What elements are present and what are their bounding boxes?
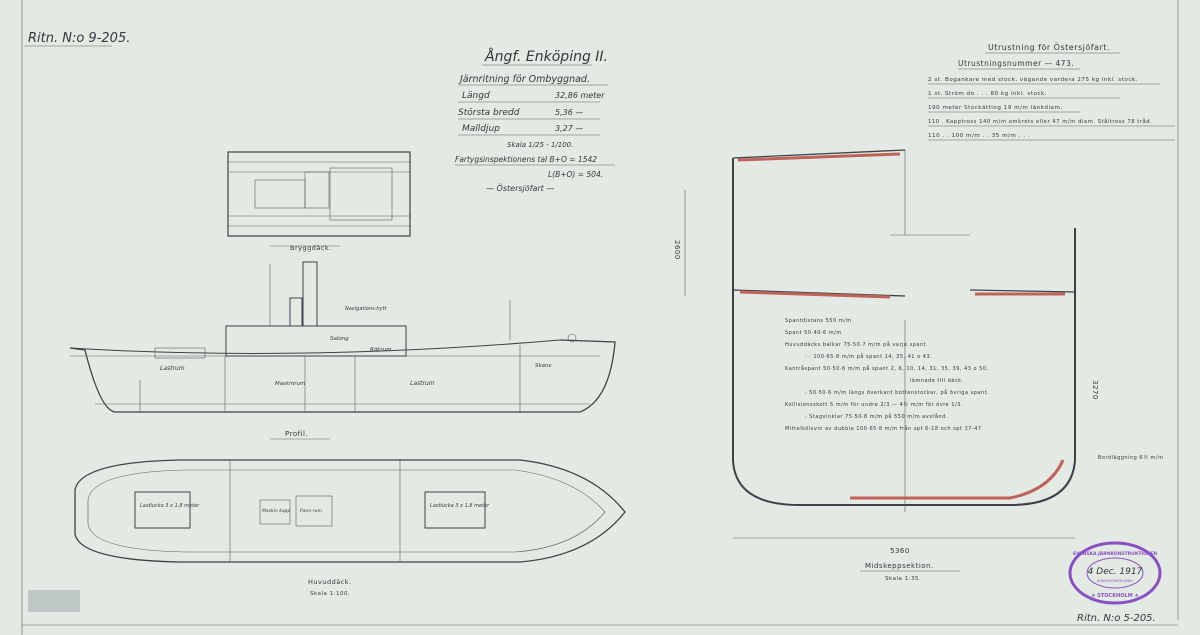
approval-stamp: SVENSKA JÄRNKONSTRUKTIONER 4 Dec. 1917 K… [1068, 541, 1162, 605]
note: lämnade till däck. [910, 378, 964, 384]
bridge-deck-label: Bryggdäck. [290, 244, 332, 252]
note: Mittelkölsvin av dubbla 100·65·8 m/m frå… [785, 425, 984, 432]
beam-value: 5,36 — [555, 108, 583, 117]
width-dimension: 5360 [890, 547, 910, 555]
archive-stamp [28, 590, 80, 612]
equipment-item: 1 st. Ström do . . . 80 kg inkl. stock. [928, 91, 1047, 97]
note: Huvuddäcks balkar 75·50·7 m/m på varje s… [785, 341, 928, 348]
cargo-hold-label: Lastrum [160, 365, 185, 372]
beam-label: Största bredd [458, 108, 520, 118]
note: Kollisionsskott 5 m/m för undre 2/3 — 4½… [785, 401, 963, 408]
midship-section: 5360 3270 2600 Spantdistans 550 m/m Span… [673, 149, 1163, 582]
note: · Stagvinklar 75·50·8 m/m på 550 m/m avs… [805, 413, 948, 420]
main-deck-label: Huvuddäck. [308, 578, 352, 586]
length-value: 32,86 meter [555, 91, 605, 100]
equipment-item: 190 meter Stockätting 19 m/m länkdiam. [928, 105, 1063, 111]
profile-label: Profil. [285, 430, 308, 438]
hatch-label: Lastlucka 3 x 1,8 meter [140, 503, 200, 509]
title-block: Ångf. Enköping II. Järnritning för Ombyg… [455, 48, 615, 193]
forepeak-label: Skans [535, 363, 552, 369]
midship-scale: Skala 1:35. [885, 576, 921, 582]
inspection-1: Fartygsinspektionens tal B+O = 1542 [455, 155, 597, 164]
note: Kantråspant 50·50·6 m/m på spant 2, 6, 1… [785, 365, 989, 372]
side-dimension: 2600 [673, 240, 681, 260]
vessel-name: Ångf. Enköping II. [484, 48, 608, 65]
midship-label: Midskeppsektion. [865, 562, 934, 570]
svg-text:KONSULTAVDELNING: KONSULTAVDELNING [1097, 579, 1133, 583]
drawing-number-bottom: Ritn. N:o 5-205. [1077, 613, 1156, 624]
note: Spant 50·40·6 m/m [785, 330, 842, 336]
drawing-number-top: Ritn. N:o 9-205. [28, 31, 130, 46]
note: Spantdistans 550 m/m [785, 318, 852, 324]
note: · · 100·65·8 m/m på spant 14, 35, 41 o 4… [805, 353, 932, 360]
equipment-number: Utrustningsnummer — 473. [958, 59, 1074, 68]
inspection-2: L(B+O) = 504. [548, 170, 603, 179]
scale-text: Skala 1/25 - 1/100. [507, 141, 573, 149]
equipment-item: 110 . . 100 m/m . . 35 m/m . . . [928, 133, 1030, 139]
plating-label: Bordläggning 6½ m/m [1098, 454, 1163, 461]
subtitle: Järnritning för Ombyggnad. [458, 74, 590, 85]
height-dimension: 3270 [1091, 380, 1099, 400]
length-label: Längd [462, 91, 490, 101]
hatch-label: Lastlucka 3 x 1,8 meter [430, 503, 490, 509]
equipment-heading: Utrustning för Östersjöfart. [988, 42, 1110, 52]
boiler-label: Pann-rum [300, 508, 323, 514]
engine-casing-label: Maskin-kapp [262, 508, 291, 514]
cargo-hold-label: Lastrum [410, 380, 435, 387]
profile-view: Lastrum Lastrum Maskinrum Salong Rökrum … [69, 261, 616, 440]
main-deck-scale: Skala 1:100. [310, 591, 350, 597]
equipment-item: 2 st. Bogankare med stock, vägande varde… [928, 77, 1138, 83]
main-deck-plan: Lastlucka 3 x 1,8 meter Lastlucka 3 x 1,… [74, 459, 626, 597]
svg-text:★ STOCKHOLM ★: ★ STOCKHOLM ★ [1091, 593, 1139, 599]
bridge-deck-plan: Bryggdäck. [227, 151, 411, 252]
depth-label: Malldjup [462, 124, 500, 134]
svg-text:SVENSKA JÄRNKONSTRUKTIONER: SVENSKA JÄRNKONSTRUKTIONER [1073, 550, 1158, 557]
salon-label: Salong [330, 336, 349, 342]
note: · 50·50·6 m/m längs överkant bottenstock… [805, 389, 989, 396]
equipment-list: Utrustning för Östersjöfart. Utrustnings… [928, 42, 1175, 141]
stamp-date: 4 Dec. 1917 [1088, 567, 1143, 577]
engine-room-label: Maskinrum [275, 381, 305, 387]
midship-notes: Spantdistans 550 m/m Spant 50·40·6 m/m H… [785, 318, 989, 432]
navigation-label: Navigations-hytt [345, 306, 387, 312]
depth-value: 3,27 — [555, 124, 583, 133]
smoking-room-label: Rökrum [370, 347, 391, 353]
route: — Östersjöfart — [486, 183, 554, 193]
equipment-item: 110 . Kapptross 140 m/m omkrets eller 47… [928, 118, 1152, 125]
